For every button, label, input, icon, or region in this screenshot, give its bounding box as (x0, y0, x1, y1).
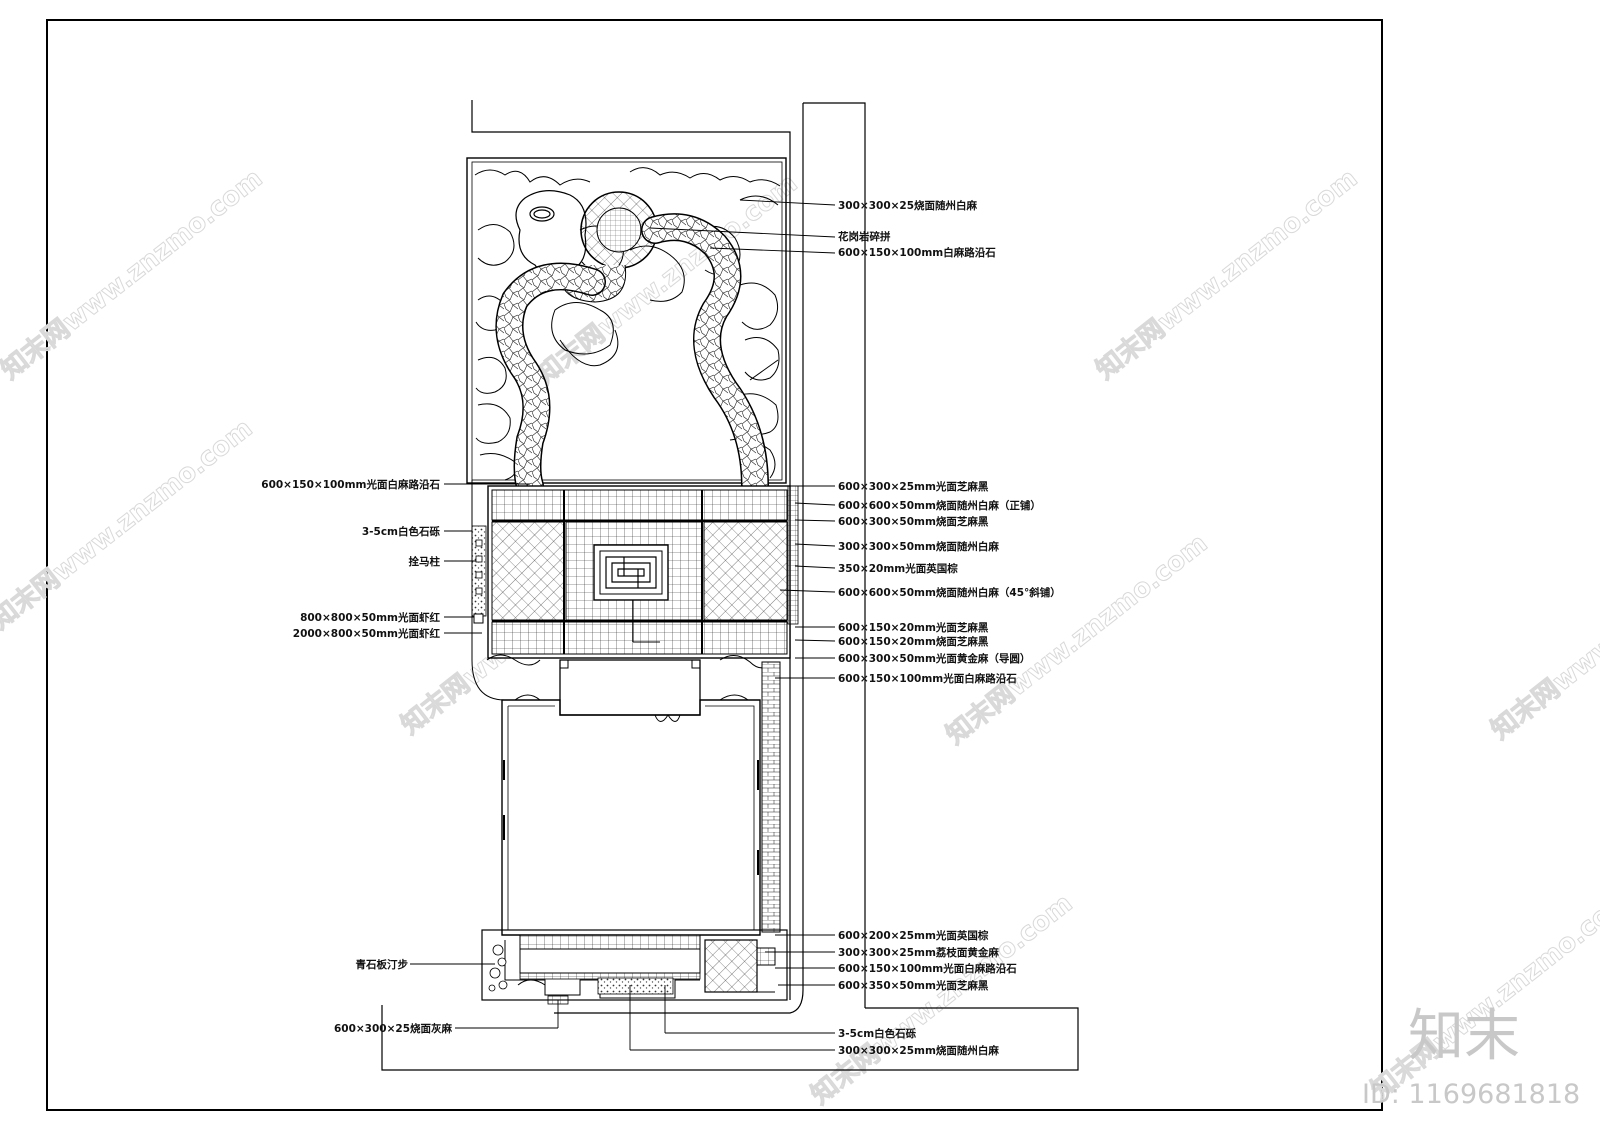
material-label: 300×300×50mm烧面随州白麻 (838, 540, 999, 553)
brand-watermark: 知末 ID: 1169681818 (1362, 1004, 1580, 1110)
material-label: 300×300×25mm荔枝面黄金麻 (838, 946, 999, 959)
watermark-text: 知末网www.znzmo.com (1486, 523, 1600, 745)
material-label: 600×350×50mm光面芝麻黑 (838, 979, 989, 992)
watermark-text: 知末网www.znzmo.com (0, 163, 268, 385)
material-label: 800×800×50mm光面虾红 (300, 611, 440, 624)
material-label: 花岗岩碎拼 (838, 230, 891, 243)
material-label: 600×150×100mm光面白麻路沿石 (838, 672, 1017, 685)
material-label: 600×300×25mm光面芝麻黑 (838, 480, 989, 493)
material-label: 拴马柱 (409, 555, 441, 568)
id-label: ID: 1169681818 (1362, 1079, 1580, 1110)
material-label: 300×300×25mm烧面随州白麻 (838, 1044, 999, 1057)
watermark-layer: 知末网www.znzmo.com 知末网www.znzmo.com 知末网www… (0, 163, 1600, 1111)
material-label: 600×200×25mm光面英国棕 (838, 929, 989, 942)
brand-logo-text: 知末 (1408, 1004, 1520, 1069)
material-label: 600×300×25烧面灰麻 (334, 1022, 453, 1035)
side-path (761, 661, 781, 933)
material-label: 600×150×20mm光面芝麻黑 (838, 621, 989, 634)
upper-garden-boundary (466, 157, 787, 484)
watermark-text: 知末网www.znzmo.com (1366, 883, 1600, 1105)
material-label: 600×150×100mm光面白麻路沿石 (261, 478, 440, 491)
material-label: 600×600×50mm烧面随州白麻（正铺） (838, 499, 1041, 512)
material-label: 600×150×20mm烧面芝麻黑 (838, 635, 989, 648)
material-label: 青石板汀步 (356, 958, 409, 971)
material-label: 600×150×100mm白麻路沿石 (838, 246, 996, 259)
material-label: 350×20mm光面英国棕 (838, 562, 958, 575)
material-label: 600×300×50mm烧面芝麻黑 (838, 515, 989, 528)
material-label: 3-5cm白色石砾 (362, 525, 441, 538)
carved-motif (593, 544, 669, 601)
drawing-frame (46, 19, 1383, 1111)
material-label: 3-5cm白色石砾 (838, 1027, 917, 1040)
bottom-terrace (481, 929, 788, 1005)
paved-plaza (487, 485, 799, 659)
leader-lines (410, 199, 836, 1051)
material-label: 600×150×100mm光面白麻路沿石 (838, 962, 1017, 975)
crazy-paving-path (495, 213, 769, 500)
material-label: 2000×800×50mm光面虾红 (293, 627, 441, 640)
material-labels-left: 600×150×100mm光面白麻路沿石 3-5cm白色石砾 拴马柱 800×8… (261, 478, 440, 971)
material-label: 600×300×50mm光面黄金麻（导圆） (838, 652, 1030, 665)
pond (515, 190, 587, 276)
material-label: 600×600×50mm烧面随州白麻（45°斜铺） (838, 586, 1061, 599)
material-label: 300×300×25烧面随州白麻 (838, 199, 978, 212)
stepping-stones (488, 944, 508, 992)
gravel-strip (471, 525, 487, 624)
material-labels-right: 300×300×25烧面随州白麻 花岗岩碎拼 600×150×100mm白麻路沿… (838, 199, 1061, 992)
building-footprint (501, 699, 761, 936)
material-labels-bottom: 600×300×25烧面灰麻 3-5cm白色石砾 300×300×25mm烧面随… (334, 1022, 999, 1057)
watermark-text: 知末网www.znzmo.com (0, 413, 258, 635)
watermark-text: 知末网www.znzmo.com (1091, 163, 1363, 385)
watermark-text: 知末网www.znzmo.com (806, 888, 1078, 1110)
